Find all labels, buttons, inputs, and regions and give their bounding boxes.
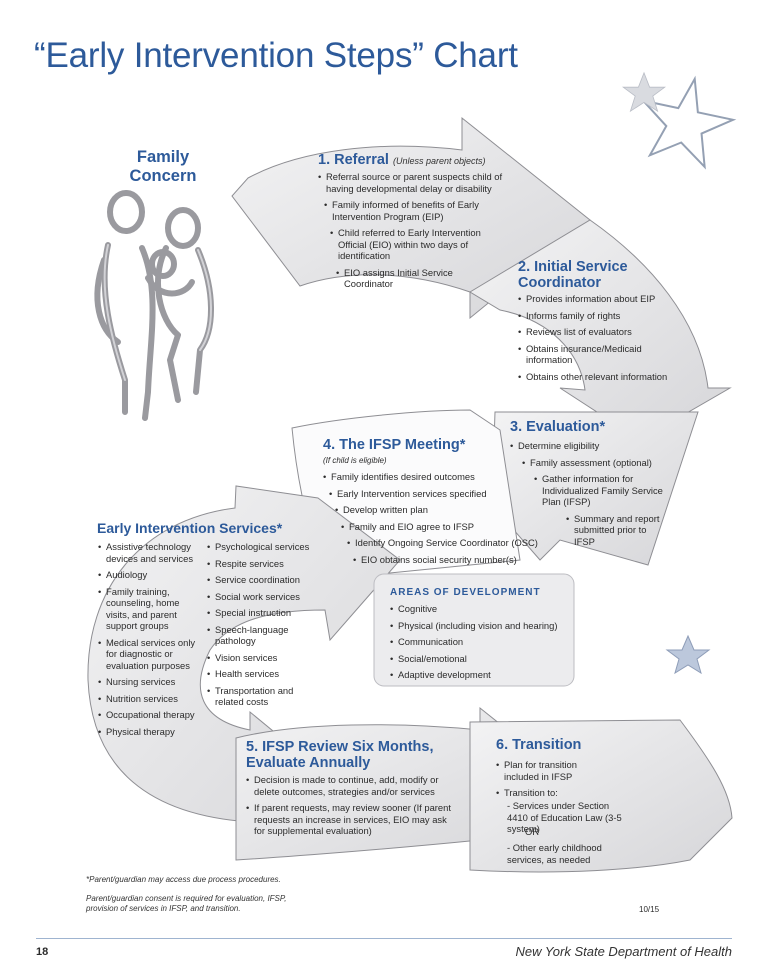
list-item: Cognitive (390, 603, 570, 615)
footnote-due-process: *Parent/guardian may access due process … (86, 875, 281, 884)
list-item: Service coordination (207, 574, 317, 586)
list-item: Summary and report submitted prior to IF… (566, 513, 660, 548)
list-item: Nutrition services (98, 693, 203, 705)
list-item: If parent requests, may review sooner (I… (246, 802, 456, 837)
list-item: Audiology (98, 569, 203, 581)
list-item: Gather information for Individualized Fa… (534, 473, 666, 508)
step-6-sub-1: - Services under Section 4410 of Educati… (507, 800, 622, 834)
eis-heading: Early Intervention Services* (97, 520, 283, 536)
step-1-note: (Unless parent objects) (392, 156, 486, 166)
page-title: “Early Intervention Steps” Chart (34, 36, 518, 75)
list-item: Medical services only for diagnostic or … (98, 637, 203, 672)
revision-date: 10/15 (639, 905, 660, 914)
family-concern-label: Family Concern (129, 148, 197, 185)
aod-list: Cognitive Physical (including vision and… (390, 603, 570, 686)
eis-list-col1: Assistive technology devices and service… (98, 541, 203, 742)
list-item: Special instruction (207, 607, 317, 619)
step-2-list: Provides information about EIP Informs f… (518, 293, 688, 387)
step-6-sub-or: OR (525, 826, 540, 837)
list-item: EIO obtains social security number(s) (353, 554, 543, 566)
list-item: Family informed of benefits of Early Int… (324, 199, 508, 222)
list-item: Early Intervention services specified (329, 488, 543, 500)
page-number: 18 (36, 946, 49, 958)
step-6-list: Plan for transition included in IFSP Tra… (496, 759, 636, 804)
step-5-heading: 5. IFSP Review Six Months, Evaluate Annu… (246, 739, 434, 771)
list-item: Physical (including vision and hearing) (390, 620, 570, 632)
family-illustration (94, 190, 214, 421)
list-item: Family assessment (optional) (522, 457, 690, 469)
list-item: Adaptive development (390, 669, 570, 681)
list-item: Speech-language pathology (207, 624, 317, 647)
step-4-list: Family identifies desired outcomes Early… (323, 471, 543, 570)
list-item: Reviews list of evaluators (518, 326, 688, 338)
step-1-heading: 1. Referral (Unless parent objects) (318, 152, 486, 168)
list-item: Family training, counseling, home visits… (98, 586, 203, 632)
list-item: Family and EIO agree to IFSP (341, 521, 543, 533)
step-6-sub-2: - Other early childhood services, as nee… (507, 842, 602, 865)
step-2-heading: 2. Initial Service Coordinator (518, 259, 628, 291)
list-item: Decision is made to continue, add, modif… (246, 774, 456, 797)
list-item: Vision services (207, 652, 317, 664)
list-item: Informs family of rights (518, 310, 688, 322)
step-6-heading: 6. Transition (496, 737, 582, 753)
aod-heading: AREAS OF DEVELOPMENT (390, 587, 541, 598)
list-item: Transportation and related costs (207, 685, 317, 708)
list-item: Health services (207, 668, 317, 680)
list-item: Determine eligibility (510, 440, 690, 452)
list-item: Occupational therapy (98, 709, 203, 721)
footer-divider (36, 938, 732, 939)
step-1-list: Referral source or parent suspects child… (318, 171, 508, 295)
step-4-note: (If child is eligible) (323, 456, 387, 465)
list-item: Obtains other relevant information (518, 371, 688, 383)
list-item: Transition to: (496, 787, 636, 799)
department-name: New York State Department of Health (515, 944, 732, 959)
list-item: Obtains insurance/Medicaid information (518, 343, 661, 366)
list-item: Family identifies desired outcomes (323, 471, 543, 483)
list-item: Respite services (207, 558, 317, 570)
list-item: Social work services (207, 591, 317, 603)
list-item: Provides information about EIP (518, 293, 688, 305)
list-item: Communication (390, 636, 570, 648)
list-item: Physical therapy (98, 726, 203, 738)
step-5-list: Decision is made to continue, add, modif… (246, 774, 456, 842)
list-item: Psychological services (207, 541, 317, 553)
list-item: Social/emotional (390, 653, 570, 665)
list-item: Child referred to Early Intervention Off… (330, 227, 508, 262)
list-item: Referral source or parent suspects child… (318, 171, 508, 194)
step-3-heading: 3. Evaluation* (510, 419, 606, 435)
eis-list-col2: Psychological services Respite services … (207, 541, 317, 713)
footnote-consent: Parent/guardian consent is required for … (86, 894, 287, 913)
list-item: Assistive technology devices and service… (98, 541, 203, 564)
list-item: Plan for transition included in IFSP (496, 759, 594, 782)
step-4-heading: 4. The IFSP Meeting* (323, 437, 466, 453)
list-item: Identify Ongoing Service Coordinator (OS… (347, 537, 543, 549)
list-item: Develop written plan (335, 504, 543, 516)
list-item: EIO assigns Initial Service Coordinator (336, 267, 464, 290)
list-item: Nursing services (98, 676, 203, 688)
